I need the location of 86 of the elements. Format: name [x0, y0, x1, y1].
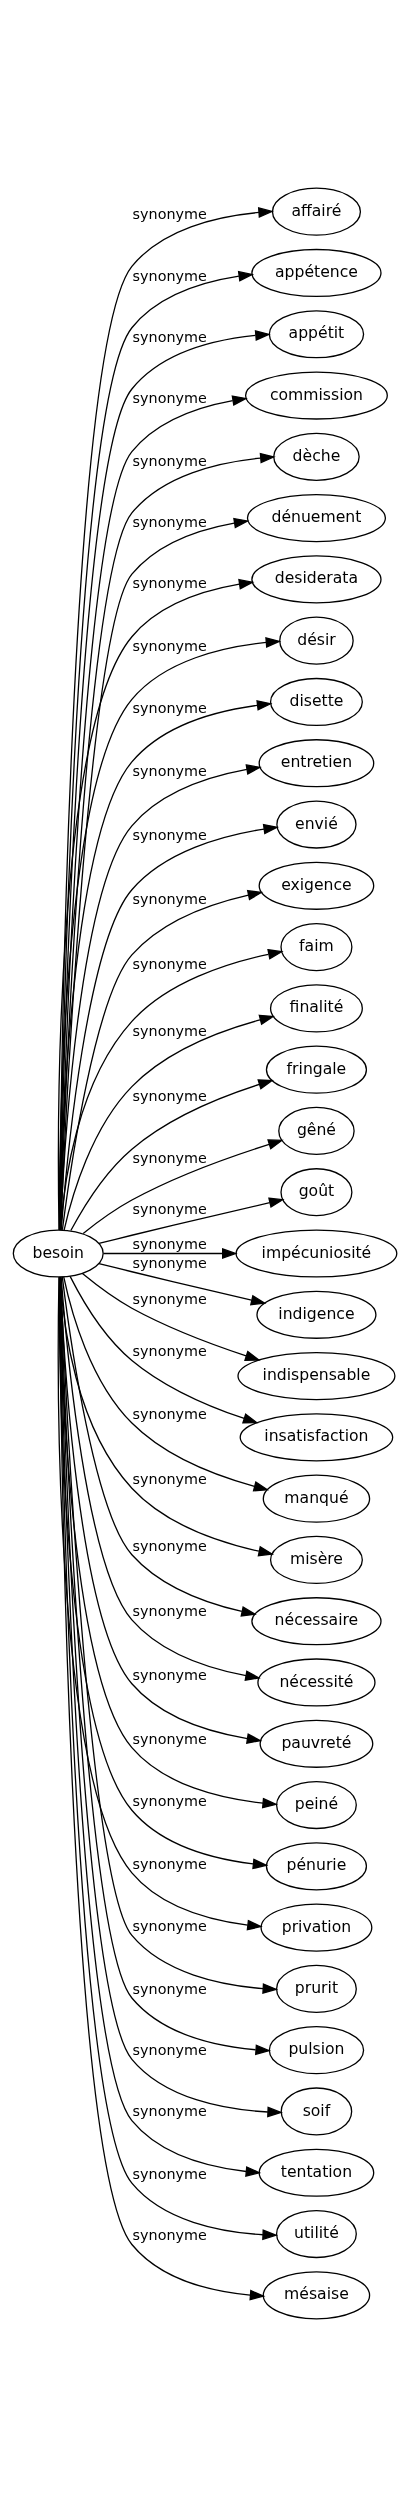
edge-label: synonyme — [132, 2042, 207, 2059]
edge-label: synonyme — [132, 2227, 207, 2244]
node-ellipse: privation — [260, 1903, 373, 1952]
arrow — [81, 1272, 261, 1361]
arrow — [69, 1275, 259, 1424]
arrow — [98, 1197, 285, 1245]
edge-label: synonyme — [132, 1254, 207, 1271]
node-ellipse: manqué — [262, 1474, 371, 1523]
edge-label: synonyme — [132, 2103, 207, 2120]
edge-label: synonyme — [132, 1471, 207, 1488]
node-ellipse: dèche — [273, 432, 360, 481]
node-ellipse: mésaise — [262, 2271, 371, 2320]
node-ellipse: disette — [269, 677, 363, 727]
edge-label: synonyme — [132, 328, 207, 345]
node-ellipse: utilité — [275, 2209, 357, 2259]
edge-label: synonyme — [132, 1405, 207, 1422]
node-ellipse: gêné — [278, 1106, 355, 1156]
node-ellipse: besoin — [12, 1229, 104, 1278]
edge-label: synonyme — [132, 826, 207, 843]
edge-label: synonyme — [132, 513, 207, 530]
edge-label: synonyme — [132, 1855, 207, 1872]
arrow — [102, 1248, 238, 1259]
arrow — [59, 764, 262, 1231]
node-ellipse: nécessaire — [251, 1597, 382, 1646]
edge-label: synonyme — [132, 1793, 207, 1810]
edge-label: synonyme — [132, 390, 207, 407]
arrow — [60, 823, 280, 1231]
node-ellipse: soif — [280, 2087, 353, 2136]
node-ellipse: appétit — [268, 310, 365, 359]
edge-label: synonyme — [132, 267, 207, 284]
arrow — [61, 889, 264, 1231]
edge-label: synonyme — [132, 700, 207, 717]
edge-label: synonyme — [132, 1150, 207, 1167]
node-ellipse: finalité — [269, 984, 363, 1033]
arrow — [59, 1276, 274, 1557]
edge-label: synonyme — [132, 1918, 207, 1935]
arrow — [82, 1139, 284, 1235]
node-ellipse: goût — [280, 1168, 353, 1217]
edge-label: synonyme — [132, 1236, 207, 1253]
arrow — [59, 948, 284, 1231]
arrow — [98, 1262, 267, 1306]
node-ellipse: pauvreté — [259, 1719, 374, 1768]
edge-label: synonyme — [132, 452, 207, 469]
node-ellipse: nécessité — [257, 1658, 376, 1707]
arrow — [63, 1014, 275, 1231]
arrow — [59, 395, 248, 1231]
edge-label: synonyme — [132, 206, 207, 223]
arrow — [70, 1079, 274, 1232]
node-ellipse: affairé — [271, 187, 362, 236]
edge-label: synonyme — [132, 763, 207, 780]
edge-label: synonyme — [132, 1602, 207, 1619]
node-ellipse: appétence — [251, 248, 382, 298]
edge-label: synonyme — [132, 1537, 207, 1554]
node-ellipse: prurit — [275, 1964, 357, 2013]
arrow — [63, 1276, 270, 1492]
node-ellipse: dénuement — [246, 494, 387, 543]
edge-label: synonyme — [132, 955, 207, 972]
node-ellipse: exigence — [258, 861, 375, 910]
edge-label: synonyme — [132, 2166, 207, 2183]
arrow — [61, 1276, 257, 1617]
edge-label: synonyme — [132, 1201, 207, 1218]
edge-label: synonyme — [132, 1343, 207, 1360]
node-ellipse: désir — [279, 616, 354, 665]
node-ellipse: faim — [280, 922, 353, 972]
edge-label: synonyme — [132, 1022, 207, 1039]
node-ellipse: desiderata — [251, 555, 382, 604]
node-ellipse: fringale — [265, 1045, 368, 1094]
node-ellipse: impécuniosité — [235, 1229, 398, 1278]
node-ellipse: misère — [269, 1535, 363, 1585]
node-ellipse: pénurie — [265, 1842, 368, 1891]
node-ellipse: commission — [244, 371, 388, 420]
node-ellipse: peiné — [275, 1780, 357, 1830]
node-ellipse: pulsion — [268, 2026, 365, 2075]
arrow — [59, 452, 276, 1231]
edge-label: synonyme — [132, 1730, 207, 1747]
edge-label: synonyme — [132, 637, 207, 654]
node-ellipse: tentation — [258, 2148, 375, 2197]
edge-label: synonyme — [132, 1980, 207, 1997]
node-ellipse: indigence — [256, 1290, 377, 1339]
node-ellipse: envié — [276, 800, 357, 849]
edge-label: synonyme — [132, 1087, 207, 1104]
edge-label: synonyme — [132, 1666, 207, 1683]
edge-label: synonyme — [132, 890, 207, 907]
node-ellipse: entretien — [258, 739, 375, 788]
edge-label: synonyme — [132, 1291, 207, 1308]
edge-label: synonyme — [132, 575, 207, 592]
